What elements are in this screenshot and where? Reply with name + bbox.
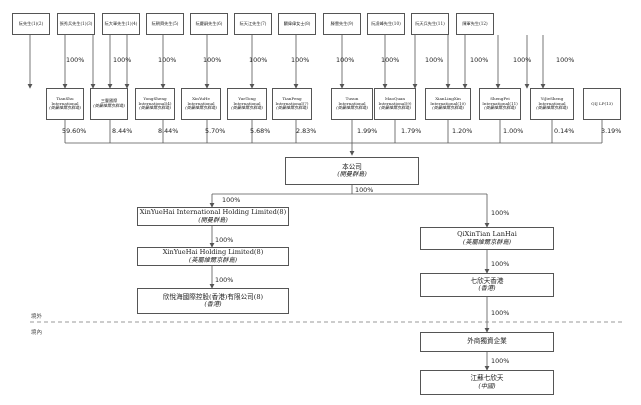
edge-percentage: 100% [491,209,510,217]
shareholder-box: 阮慶嗣先生(6) [190,13,228,35]
holding-entity-box: YiJieSheng International(英屬維爾京群島) [530,88,574,120]
subsidiary-box: 外商獨資企業 [420,332,554,352]
edge-percentage: 100% [291,56,310,64]
holding-entity-box: MaoQuan International(9)(英屬維爾京群島) [374,88,416,120]
edge-percentage: 100% [215,236,234,244]
edge-percentage: 100% [215,276,234,284]
shareholder-box: 張秀兵先生(1)(3) [57,13,95,35]
holding-percentage: 8.44% [158,127,179,135]
edge-percentage: 100% [470,56,489,64]
holding-percentage: 1.99% [357,127,378,135]
holding-entity-box: YueTong International(英屬維爾京群島) [227,88,267,120]
edge-percentage: 100% [491,357,510,365]
holding-entity-box: TianShu International(英屬維爾京群島) [46,88,84,120]
edge-percentage: 100% [113,56,132,64]
edge-percentage: 100% [425,56,444,64]
holding-percentage: 8.44% [112,127,133,135]
holding-percentage: 1.00% [503,127,524,135]
holding-entity-box: QIJ LP(13) [583,88,621,120]
edge-percentage: 100% [513,56,532,64]
edge-percentage: 100% [158,56,177,64]
shareholder-box: 阮朝舜先生(5) [146,13,184,35]
holding-percentage: 5.70% [205,127,226,135]
holding-entity-box: ShengFei International(11)(英屬維爾京群島) [479,88,521,120]
holding-entity-box: 三豐國際(英屬維爾京群島) [90,88,128,120]
subsidiary-box: QiXinTian LanHai (英屬維爾京群島) [420,227,554,250]
shareholder-box: 阮先生(1)(2) [12,13,50,35]
subsidiary-box: 江蘇七欣天 (中國) [420,370,554,395]
edge-percentage: 100% [491,260,510,268]
holding-entity-box: XianLingXin International(10)(英屬維爾京群島) [425,88,471,120]
holding-percentage: 1.20% [452,127,473,135]
edge-percentage: 100% [66,56,85,64]
subsidiary-box: XinYueHai International Holding Limited(… [137,207,289,226]
edge-percentage: 100% [222,196,241,204]
shareholder-box: 滕雲先生(9) [323,13,361,35]
holding-percentage: 5.68% [250,127,271,135]
holding-percentage: 3.19% [601,127,622,135]
shareholder-box: 陳軍先生(12) [456,13,494,35]
shareholder-box: 阮天兵先生(11) [411,13,449,35]
holding-entity-box: YongSheng International(4)(英屬維爾京群島) [135,88,175,120]
edge-percentage: 100% [203,56,222,64]
company-box: 本公司 (開曼群島) [285,157,419,185]
edge-percentage: 100% [336,56,355,64]
edge-percentage: 100% [491,309,510,317]
edge-percentage: 100% [556,56,575,64]
subsidiary-box: 七欣天香港 (香港) [420,273,554,297]
edge-percentage: 100% [249,56,268,64]
holding-entity-box: Tusun International(英屬維爾京群島) [331,88,373,120]
onshore-label: 境內 [31,330,43,336]
subsidiary-box: XinYueHai Holding Limited(8) (英屬維爾京群島) [137,247,289,266]
company-percentage: 100% [355,186,374,194]
subsidiary-box: 欣悅海國際控股(香港)有限公司(8) (香港) [137,288,289,314]
holding-entity-box: XinYuHe International(英屬維爾京群島) [181,88,221,120]
shareholder-box: 阮天江先生(7) [234,13,272,35]
shareholder-box: 阮凌峰先生(10) [367,13,405,35]
shareholder-box: 阮大軍先生(1)(4) [102,13,140,35]
edge-percentage: 100% [381,56,400,64]
holding-percentage: 0.14% [554,127,575,135]
holding-entity-box: TianPeng International(7)(英屬維爾京群島) [272,88,312,120]
shareholder-box: 闞偉偉女士(8) [278,13,316,35]
holding-percentage: 2.83% [296,127,317,135]
holding-percentage: 59.60% [62,127,87,135]
offshore-label: 境外 [31,314,43,320]
holding-percentage: 1.79% [401,127,422,135]
